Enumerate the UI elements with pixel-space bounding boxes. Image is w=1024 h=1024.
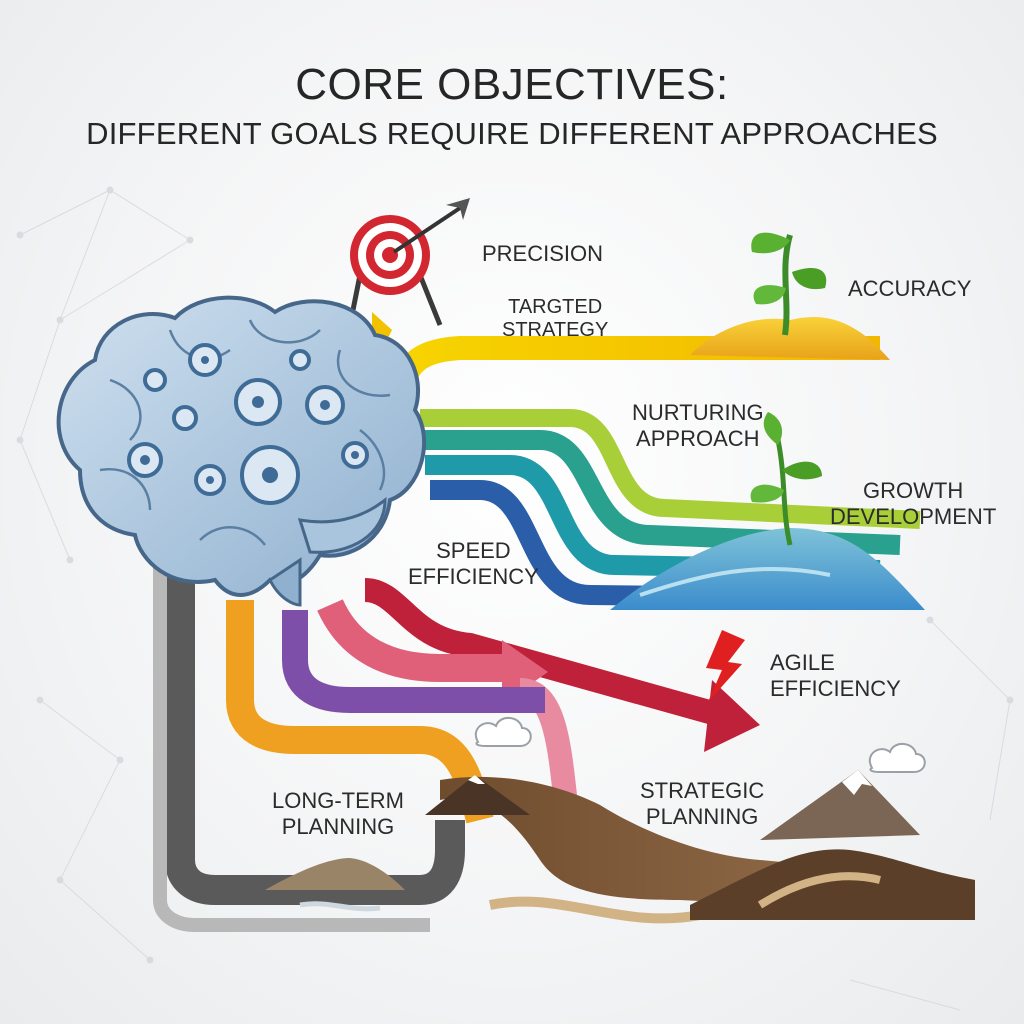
network-background <box>16 186 1014 1011</box>
green-stream <box>420 409 921 529</box>
big-mountain-icon <box>690 770 975 920</box>
teal-stream <box>420 430 901 555</box>
target-arrow-icon <box>347 198 470 326</box>
pink-stream <box>317 598 510 682</box>
label-speed-efficiency: SPEED EFFICIENCY <box>408 538 539 589</box>
label-accuracy: ACCURACY <box>848 276 972 301</box>
small-mountain-icon <box>425 775 530 815</box>
label-nurturing-approach: NURTURING APPROACH <box>632 400 764 451</box>
page-subtitle: DIFFERENT GOALS REQUIRE DIFFERENT APPROA… <box>86 116 938 151</box>
purple-stream <box>282 610 545 713</box>
label-strategic-planning: STRATEGIC PLANNING <box>640 778 765 829</box>
page-title: CORE OBJECTIVES: <box>295 60 729 109</box>
mound-icon <box>265 858 405 912</box>
seedling-icon <box>751 232 827 336</box>
water-mound-icon <box>610 528 925 610</box>
label-agile-efficiency: AGILE EFFICIENCY <box>770 650 901 701</box>
brain-gears-icon <box>56 295 426 607</box>
cloud-icon-right <box>869 743 926 773</box>
label-precision: PRECISION <box>482 241 604 266</box>
long-term-stream-light <box>153 560 430 932</box>
label-growth-development: GROWTH DEVELOPMENT <box>830 478 997 529</box>
cyan-stream <box>425 455 881 580</box>
crimson-arrowhead <box>704 680 760 752</box>
cloud-icon <box>475 717 532 747</box>
label-long-term-planning: LONG-TERM PLANNING <box>272 788 404 839</box>
sprout-icon <box>750 412 822 546</box>
strategic-path-light <box>488 885 802 924</box>
lightning-bolt-icon <box>706 630 745 702</box>
label-targeted-strategy: TARGTED STRATEGY <box>502 296 609 341</box>
sand-mound-icon <box>690 316 890 360</box>
blue-stream <box>430 480 861 608</box>
crimson-stream <box>363 578 724 727</box>
